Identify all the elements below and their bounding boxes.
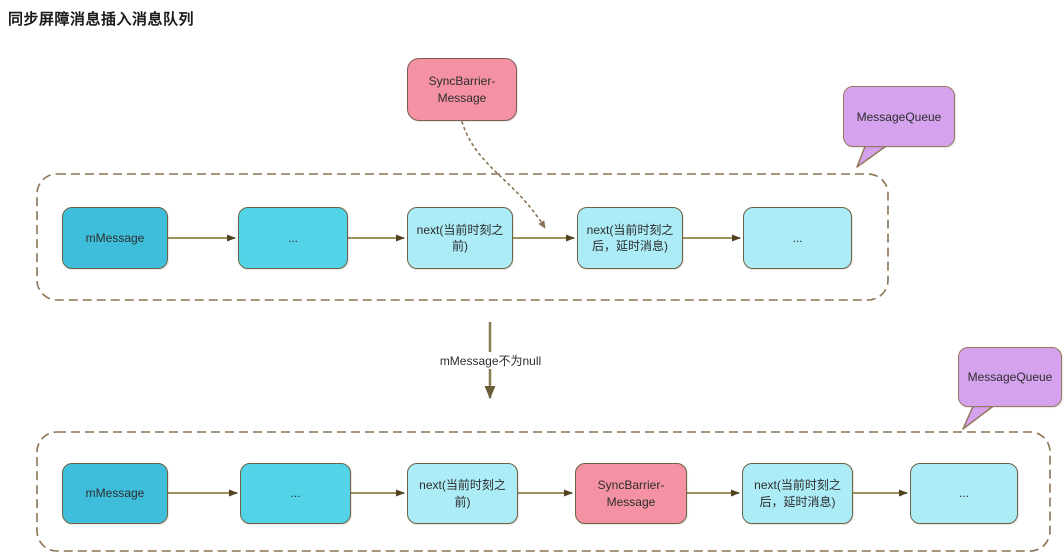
queue-bottom-container	[36, 431, 1051, 552]
queue-top-container	[36, 173, 889, 301]
callout-tail	[962, 403, 997, 430]
node-label: mMessage	[85, 486, 145, 501]
queue-bottom-node-ellipsis-2: ...	[910, 463, 1018, 524]
node-label: ...	[792, 230, 803, 245]
message-queue-callout-bottom: MessageQueue	[958, 347, 1062, 407]
queue-bottom-node-sync-barrier: SyncBarrier-Message	[575, 463, 687, 524]
node-label: next(当前时刻之后，延时消息)	[586, 222, 674, 253]
insert-dotted-arrow	[461, 121, 546, 229]
transition-label: mMessage不为null	[428, 352, 553, 369]
queue-bottom-node-mmessage: mMessage	[62, 463, 168, 524]
node-label: SyncBarrier-Message	[597, 478, 665, 509]
node-label: mMessage	[85, 230, 145, 245]
queue-bottom-node-next-before: next(当前时刻之前)	[407, 463, 518, 524]
queue-top-node-next-before: next(当前时刻之前)	[407, 207, 513, 269]
sync-barrier-callout: SyncBarrier-Message	[407, 58, 517, 121]
queue-top-node-ellipsis-1: ...	[238, 207, 348, 269]
node-label: ...	[958, 486, 969, 501]
queue-top-node-ellipsis-2: ...	[743, 207, 852, 269]
node-label: next(当前时刻之前)	[416, 222, 504, 253]
queue-top-node-mmessage: mMessage	[62, 207, 168, 269]
node-label: next(当前时刻之前)	[419, 478, 506, 509]
message-queue-callout-bottom-label: MessageQueue	[967, 370, 1053, 384]
queue-top-node-next-after: next(当前时刻之后，延时消息)	[577, 207, 683, 269]
queue-bottom-node-ellipsis-1: ...	[240, 463, 351, 524]
callout-tail	[856, 143, 890, 168]
message-queue-callout-top: MessageQueue	[843, 86, 955, 147]
page-title: 同步屏障消息插入消息队列	[8, 11, 195, 28]
sync-barrier-callout-label: SyncBarrier-Message	[428, 73, 496, 105]
node-label: ...	[287, 230, 298, 245]
queue-bottom-node-next-after: next(当前时刻之后，延时消息)	[742, 463, 853, 524]
node-label: ...	[290, 486, 301, 501]
message-queue-callout-top-label: MessageQueue	[856, 109, 942, 124]
node-label: next(当前时刻之后，延时消息)	[754, 478, 841, 509]
